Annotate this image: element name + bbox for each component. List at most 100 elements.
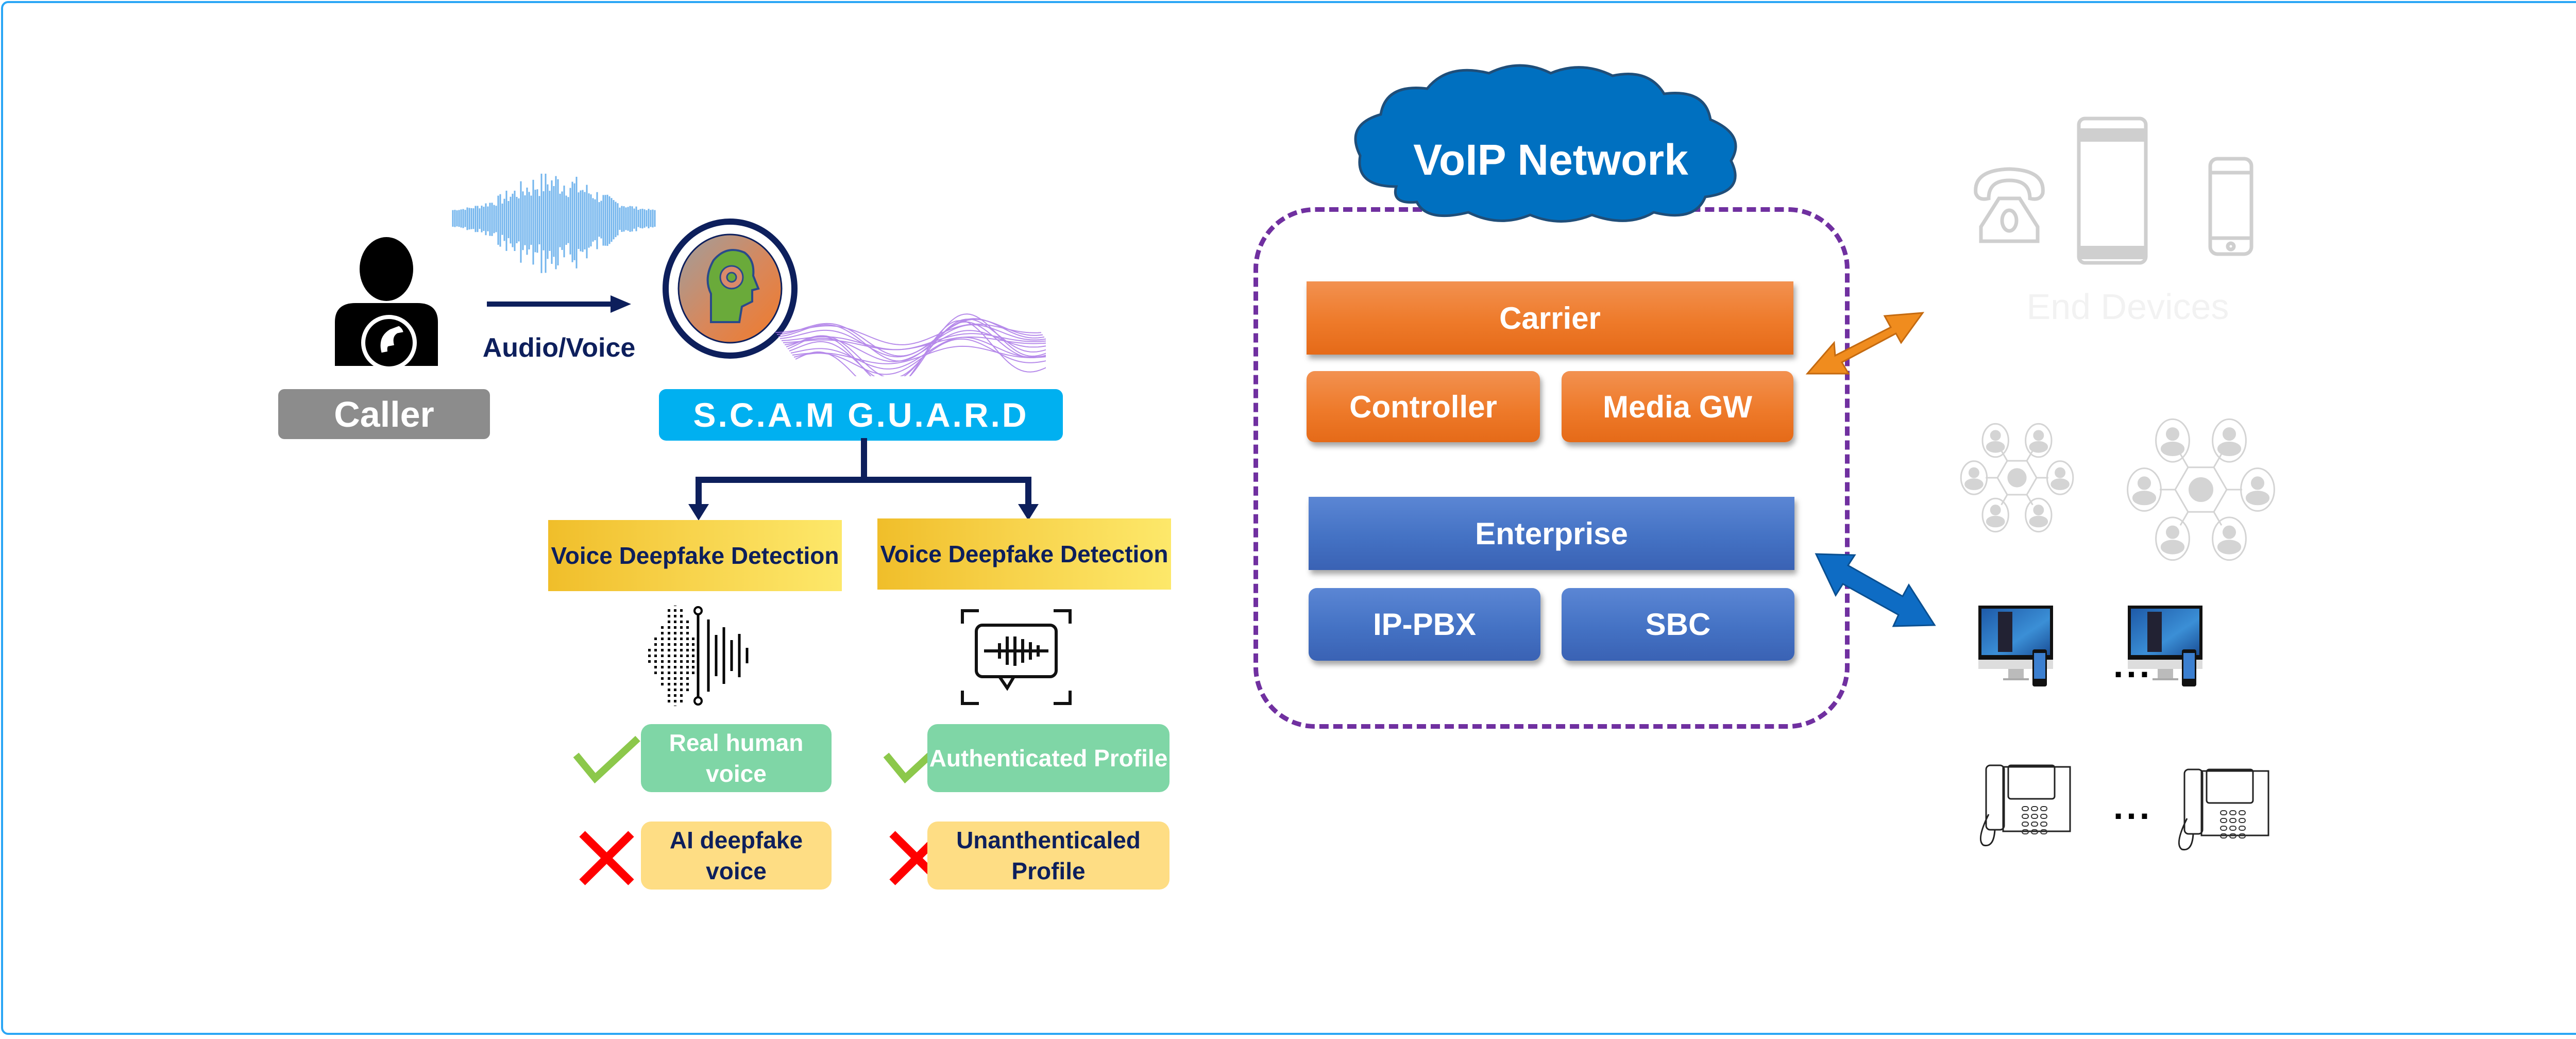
smartphone-icon	[2208, 157, 2253, 256]
controller-box: Controller	[1307, 371, 1540, 442]
desk-phones-ellipsis: ...	[2113, 786, 2153, 827]
keypad-key	[2220, 818, 2227, 823]
cloud-title: VoIP Network	[1413, 136, 1688, 184]
user-node	[2155, 418, 2190, 463]
user-node	[2127, 467, 2162, 512]
agent-headset-icon	[2007, 468, 2027, 488]
spectrum-dot	[680, 643, 683, 646]
keypad-key	[2220, 826, 2227, 831]
softphone-workstations	[1978, 606, 2202, 686]
spectrum-dot	[661, 638, 664, 640]
end-devices-icons	[1974, 116, 2253, 265]
spectrum-dot	[680, 666, 683, 668]
spectrum-dot	[668, 621, 670, 623]
user-node	[2025, 497, 2053, 533]
spectrum-dot	[680, 689, 683, 691]
spectrum-dot	[686, 643, 689, 646]
keypad-key	[2022, 822, 2029, 827]
spectrum-dot	[674, 609, 676, 612]
blue-audio-waveform-icon	[452, 174, 656, 273]
spectrum-dot	[680, 632, 683, 634]
user-node	[1960, 460, 1988, 495]
orange-double-arrow	[1805, 312, 1925, 375]
spectrum-dot	[692, 643, 694, 646]
wave-curve	[787, 313, 1046, 376]
spectrum-dot	[668, 683, 670, 685]
keypad-key	[2031, 806, 2038, 811]
wave-curve	[778, 318, 1045, 362]
keypad-key	[2040, 806, 2047, 811]
enterprise-box: Enterprise	[1309, 497, 1794, 570]
flow-arrow	[487, 295, 631, 313]
keypad-key	[2239, 833, 2246, 839]
spectrum-dot	[680, 615, 683, 617]
spectrum-dot	[674, 638, 676, 640]
spectrum-dot	[661, 626, 664, 629]
spectrum-dot	[674, 700, 676, 702]
spectrum-dot	[661, 666, 664, 668]
spectrum-dot	[661, 660, 664, 663]
spectrum-dot	[654, 638, 657, 640]
desktop-softphone-icon	[1978, 606, 2053, 686]
spectrum-dot	[674, 694, 676, 697]
wave-curve	[779, 324, 1046, 358]
wave-curve	[795, 320, 1046, 376]
spectrum-dot	[668, 609, 670, 612]
spectrum-dot	[654, 666, 657, 668]
spectrum-dot	[674, 626, 676, 629]
spectrum-dot	[686, 621, 689, 623]
spectrum-dot	[674, 683, 676, 685]
detection-box-profile: Voice Deepfake Detection	[877, 518, 1171, 590]
keypad-key	[2031, 822, 2038, 827]
spectrum-dot	[674, 672, 676, 674]
spectrum-dot	[680, 700, 683, 702]
call-center-groups	[1960, 418, 2275, 561]
spectrum-dot	[686, 683, 689, 685]
keypad-key	[2040, 822, 2047, 827]
spectrum-dot	[654, 643, 657, 646]
spectrum-dot	[674, 621, 676, 623]
spectrum-dot	[674, 660, 676, 663]
result-fail-unauthenticated: Unanthenticaled Profile	[927, 822, 1170, 890]
carrier-box: Carrier	[1307, 281, 1793, 355]
spectrum-dot	[661, 672, 664, 674]
user-node	[1981, 497, 2009, 533]
keypad-key	[2022, 806, 2029, 811]
spectrum-dot	[674, 655, 676, 657]
spectrum-dot	[692, 638, 694, 640]
caller-label: Caller	[278, 389, 490, 439]
media-gw-box: Media GW	[1562, 371, 1793, 442]
wave-curve	[793, 338, 1046, 375]
user-node	[2212, 418, 2247, 463]
rotary-telephone-icon	[1974, 167, 2045, 243]
keypad-key	[2031, 829, 2038, 834]
spectrum-dot	[692, 655, 694, 657]
scam-guard-box: S.C.A.M G.U.A.R.D	[659, 389, 1063, 441]
spectrum-dot	[692, 672, 694, 674]
spectrum-dot	[668, 638, 670, 640]
spectrum-dot	[654, 649, 657, 651]
ip-pbx-box: IP-PBX	[1309, 588, 1540, 661]
spectrum-dot	[674, 615, 676, 617]
spectrum-dot	[668, 666, 670, 668]
blue-double-arrow	[1815, 553, 1936, 627]
spectrum-dot	[648, 649, 651, 651]
spectrum-dot	[686, 655, 689, 657]
spectrum-dot	[680, 649, 683, 651]
end-devices-label: End Devices	[2026, 287, 2229, 327]
user-node	[2240, 467, 2275, 512]
keypad-key	[2220, 833, 2227, 839]
keypad-key	[2040, 829, 2047, 834]
keypad-key	[2040, 814, 2047, 819]
spectrum-dot	[668, 672, 670, 674]
spectrum-dot	[680, 683, 683, 685]
spectrum-dot	[661, 632, 664, 634]
ai-head-gear-icon	[663, 219, 798, 359]
agent-headset-icon	[2189, 477, 2213, 502]
spectrum-dot	[686, 638, 689, 640]
spectrum-dot	[668, 643, 670, 646]
spectrum-dot	[674, 643, 676, 646]
spectrum-dot	[668, 689, 670, 691]
desk-phones	[1979, 764, 2269, 851]
spectrum-dot	[692, 660, 694, 663]
